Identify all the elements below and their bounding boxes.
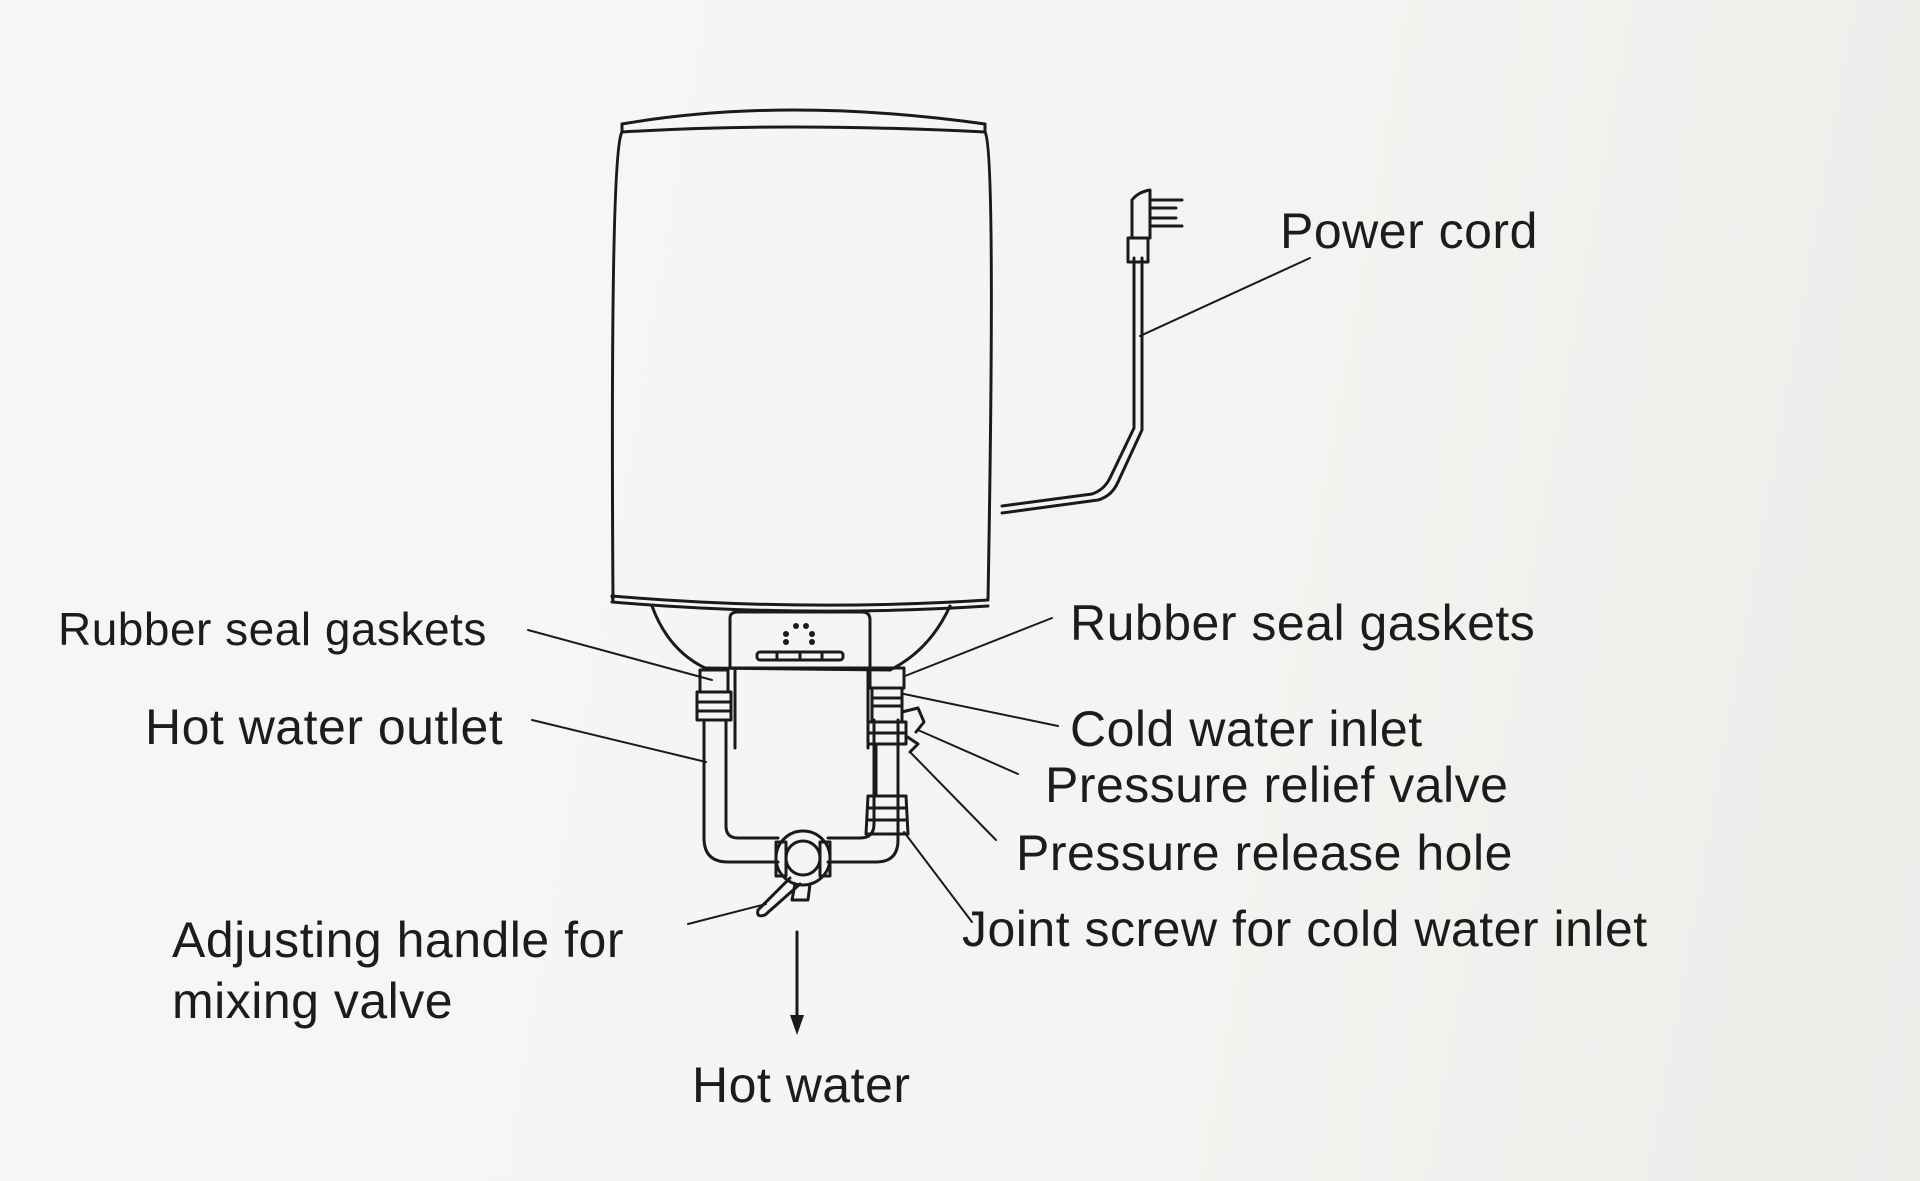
tank-body: [610, 108, 993, 613]
leader-pressure-release-hole: [909, 751, 997, 841]
label-pressure-release-hole: Pressure release hole: [1016, 825, 1513, 881]
mixing-valve: [756, 829, 832, 918]
label-adjusting-handle-line-2: mixing valve: [172, 973, 454, 1029]
power-cord: [1000, 188, 1184, 515]
label-hot-water: Hot water: [692, 1057, 911, 1113]
leader-adjusting-handle: [687, 903, 767, 925]
leader-rubber-seal-left: [527, 629, 713, 681]
label-hot-water-outlet: Hot water outlet: [145, 699, 504, 755]
label-rubber-seal-gaskets-left: Rubber seal gaskets: [58, 603, 487, 655]
label-rubber-seal-gaskets-right: Rubber seal gaskets: [1070, 595, 1536, 651]
arrow-head: [790, 1015, 804, 1035]
label-adjusting-handle-line-1: Adjusting handle for: [172, 912, 624, 968]
label-cold-water-inlet: Cold water inlet: [1070, 701, 1423, 757]
leader-hot-water-outlet: [531, 719, 707, 763]
label-pressure-relief-valve: Pressure relief valve: [1045, 757, 1509, 813]
leader-lines: [527, 257, 1311, 925]
leader-power-cord: [1139, 257, 1311, 337]
leader-cold-water-inlet: [903, 693, 1059, 727]
indicator-lights: [783, 623, 815, 645]
label-adjusting-handle: Adjusting handle for mixing valve: [172, 910, 624, 1032]
leader-pressure-relief-valve: [917, 729, 1019, 775]
label-power-cord: Power cord: [1280, 203, 1538, 259]
leader-rubber-seal-right: [904, 617, 1053, 677]
cold-water-inlet-assembly: [864, 666, 926, 836]
leader-joint-screw: [903, 831, 973, 923]
label-joint-screw: Joint screw for cold water inlet: [962, 901, 1648, 957]
control-panel: [728, 610, 872, 670]
